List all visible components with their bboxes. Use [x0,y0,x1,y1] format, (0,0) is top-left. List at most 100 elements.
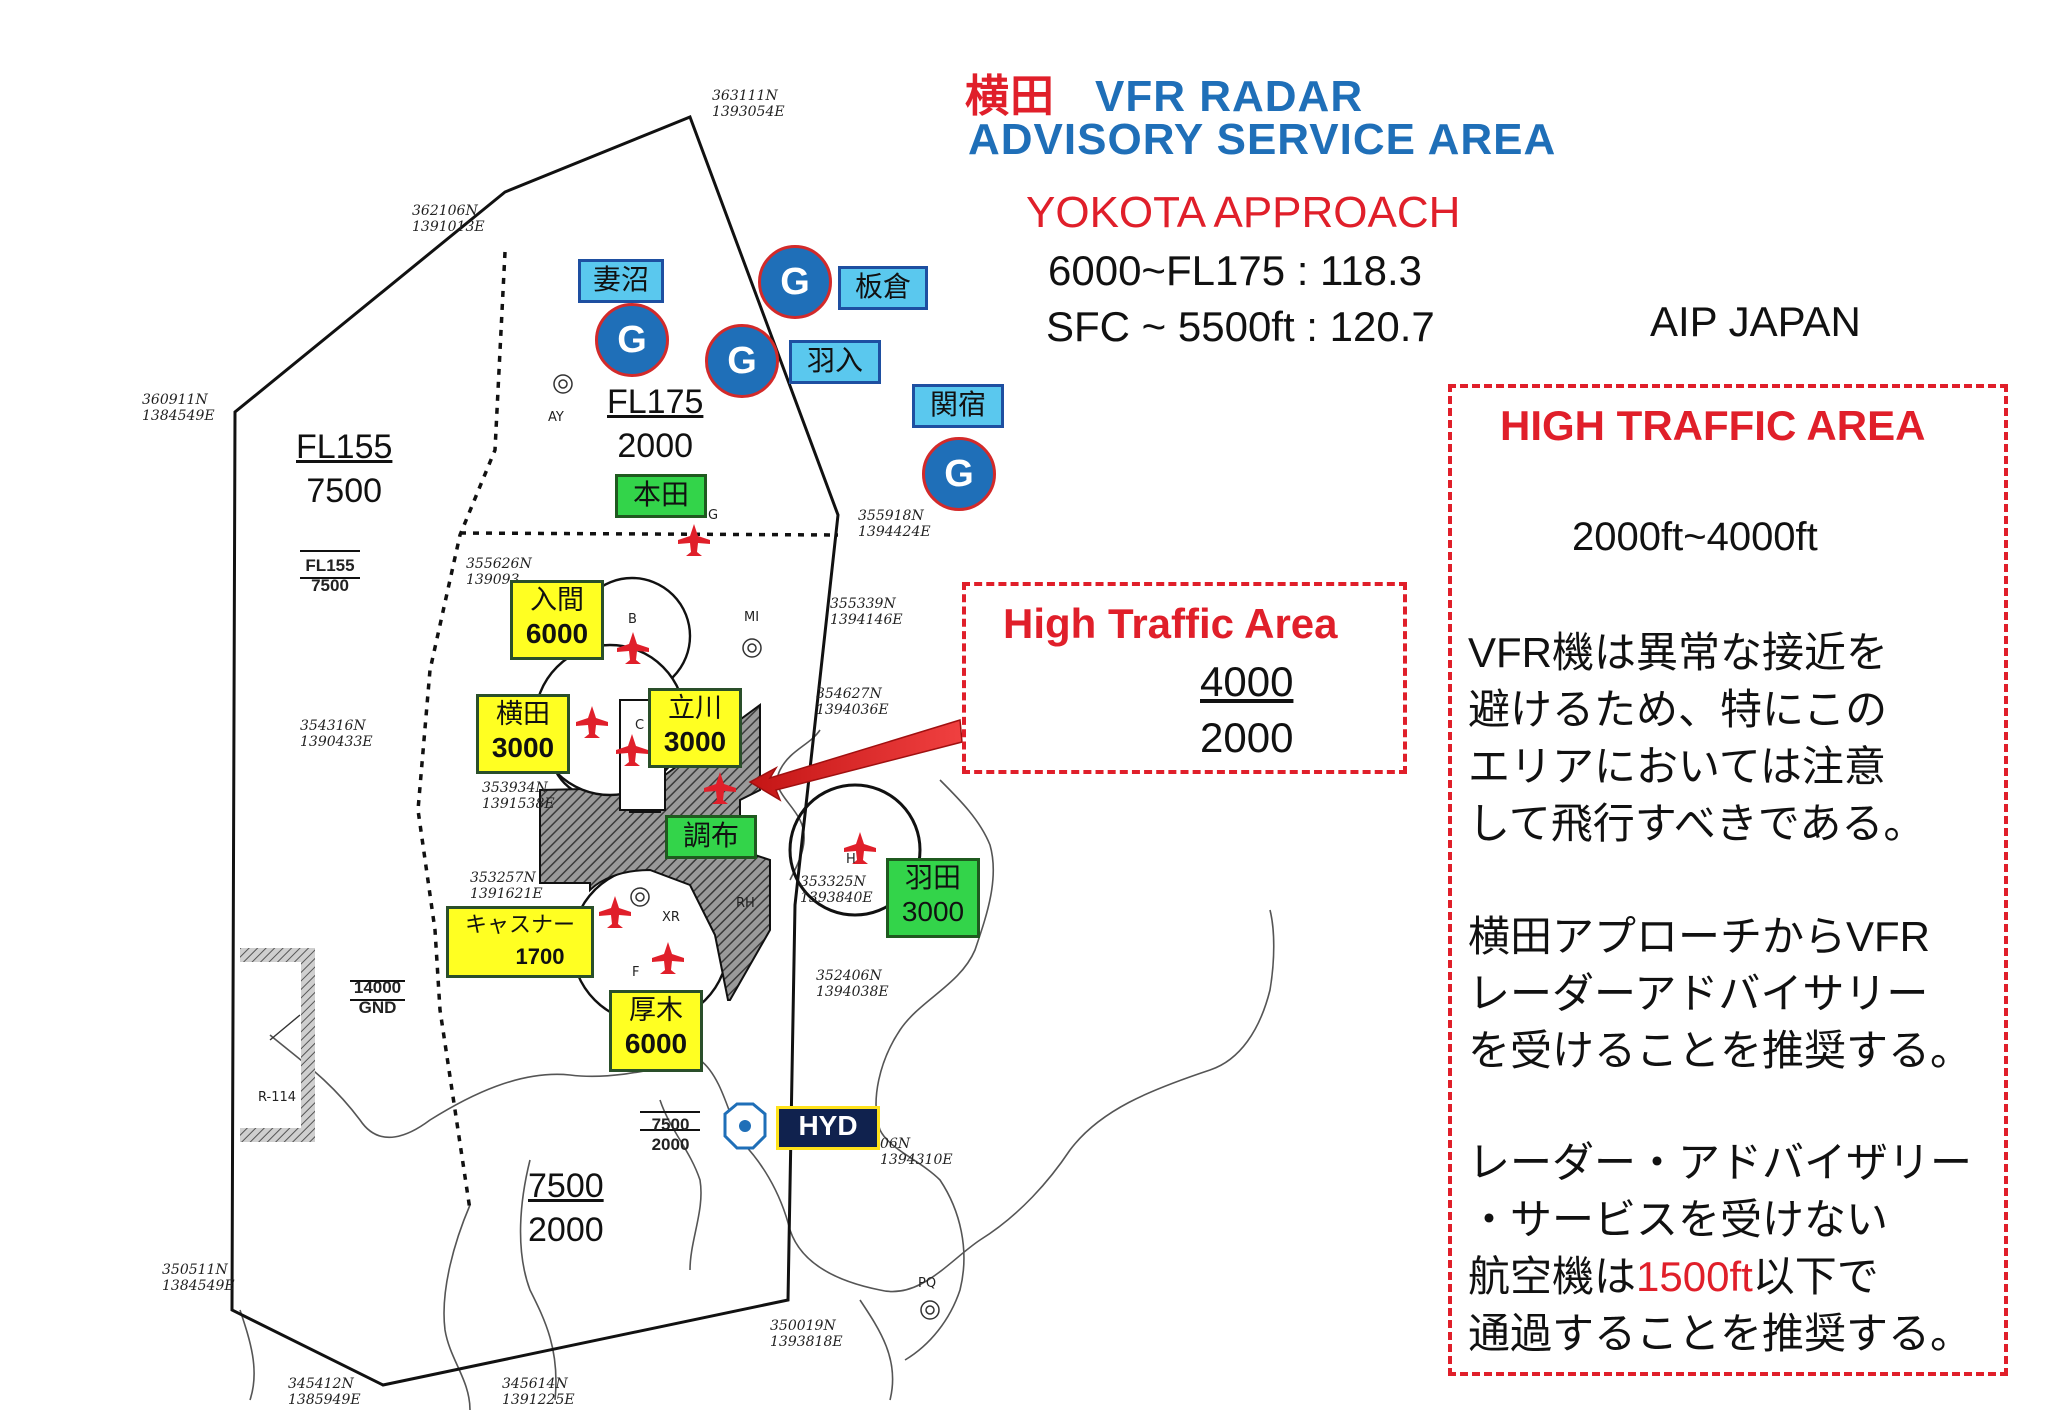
callout-title: High Traffic Area [1003,600,1338,647]
lat: 345614N [502,1376,568,1392]
high-traffic-arrow [748,719,963,802]
airfield-altitude: 1700 [515,944,565,969]
para3-post: 以下で [1752,1253,1879,1300]
alt-lower: 2000 [617,427,694,465]
lon: 1394424E [858,524,931,540]
haneda-cz [788,783,922,917]
airfield-altitude: 6000 [525,618,589,649]
airfield-atsugi: 厚木 6000 [609,990,703,1072]
airfield-tsumanuma: 妻沼 [578,259,664,303]
navaid-pq-label: PQ [918,1276,937,1291]
zone-h-label: H [846,852,856,867]
para3-line: レーダー・アドバイザリー [1468,1139,1973,1186]
airfield-iruma: 入間 6000 [510,580,604,660]
sector-n-altitudes: FL175 2000 [607,380,703,468]
alt-lower: 2000 [528,1211,604,1249]
lat: 360911N [142,392,208,408]
altitude-box-lines [300,550,700,1131]
para3-line: 航空機は1500ft以下で [1468,1248,1972,1305]
para3-pre: 航空機は [1468,1253,1637,1300]
airfield-sekiyado: 関宿 [912,384,1004,428]
airfield-haneda: 羽田 3000 [886,858,980,938]
lon: 1391013E [412,219,485,235]
title-en: VFR RADAR [1095,72,1364,121]
airfield-altitude: 3000 [901,896,965,927]
lat: 354627N [816,686,882,702]
airfield-kastner: キャスナー 1700 [446,906,594,978]
zone-f-label: F [632,965,640,980]
high-traffic-panel-title: HIGH TRAFFIC AREA [1500,402,1926,449]
sector-s-altitudes: 7500 2000 [528,1164,604,1252]
high-traffic-info-panel [1448,384,2008,1376]
airfield-name: キャスナー [464,912,575,937]
zone-b-label: B [628,612,637,627]
lon: 1394310E [880,1152,953,1168]
map-title: 横田 VFR RADAR [965,60,1363,124]
approach-name: YOKOTA APPROACH [1026,188,1461,237]
para2-line: 横田アプローチからVFR [1468,913,1931,960]
high-traffic-range: 2000ft~4000ft [1572,515,1818,559]
airfield-yokota: 横田 3000 [476,694,570,774]
airfield-honda: 本田 [615,474,707,518]
frequency-2: SFC ~ 5500ft : 120.7 [1046,303,1435,350]
zone-c-label: C [635,718,645,733]
para1-line: エリアにおいては注意 [1468,743,1886,790]
lat: 353934N [482,780,548,796]
airfield-chofu: 調布 [665,815,757,859]
lat: 355626N [466,556,532,572]
airfield-tachikawa: 立川 3000 [648,688,742,768]
airfield-altitude: 3000 [663,726,727,757]
sector-nw-altitudes: FL155 7500 [296,425,392,513]
lat: 355339N [830,596,896,612]
para2-line: を受けることを推奨する。 [1468,1027,1973,1074]
lat: 350511N [162,1262,228,1278]
lon: 1394146E [830,612,903,628]
navaid-mi-label: MI [744,610,760,625]
navaid-rh-label: RH [736,896,755,911]
box-upper: 7500 [651,1115,690,1134]
para3-altitude: 1500ft [1636,1253,1753,1300]
high-traffic-hatched-area [539,703,771,1001]
lat: 355918N [858,508,924,524]
lat: 363111N [712,88,778,104]
zone-g-label: G [708,508,719,523]
para2-line: レーダーアドバイサリー [1468,970,1929,1017]
airfield-name: 入間 [530,585,584,615]
lat: 352406N [816,968,882,984]
aip-label: AIP JAPAN [1650,298,1861,345]
lon: 139093 [466,572,520,588]
airfield-name: 横田 [496,699,550,729]
title-jp: 横田 [965,72,1055,121]
callout-upper-alt: 4000 [1200,658,1294,705]
box-14000: 14000 GND [345,978,410,1018]
lon: 1393054E [712,104,785,120]
para3-line: ・サービスを受けない [1468,1196,1889,1243]
frequency-1: 6000~FL175 : 118.3 [1048,247,1423,294]
airfield-altitude: 6000 [624,1028,688,1059]
glider-site-icon: G [595,303,669,377]
box-upper: FL155 [305,556,355,575]
glider-site-icon: G [758,245,832,319]
alt-upper: 7500 [528,1167,604,1205]
alt-lower: 7500 [306,472,383,510]
zone-xr-label: XR [662,910,680,925]
restricted-area-r114 [240,948,315,1142]
hyd-navaid-icon [723,1102,767,1150]
advisory-paragraph-1: VFR機は異常な接近を 避けるため、特にこの エリアにおいては注意 して飛行すべ… [1468,624,1925,852]
advisory-paragraph-2: 横田アプローチからVFR レーダーアドバイサリー を受けることを推奨する。 [1468,908,1972,1079]
lon: 1384549E [162,1278,235,1294]
lon: 1391225E [502,1392,575,1408]
